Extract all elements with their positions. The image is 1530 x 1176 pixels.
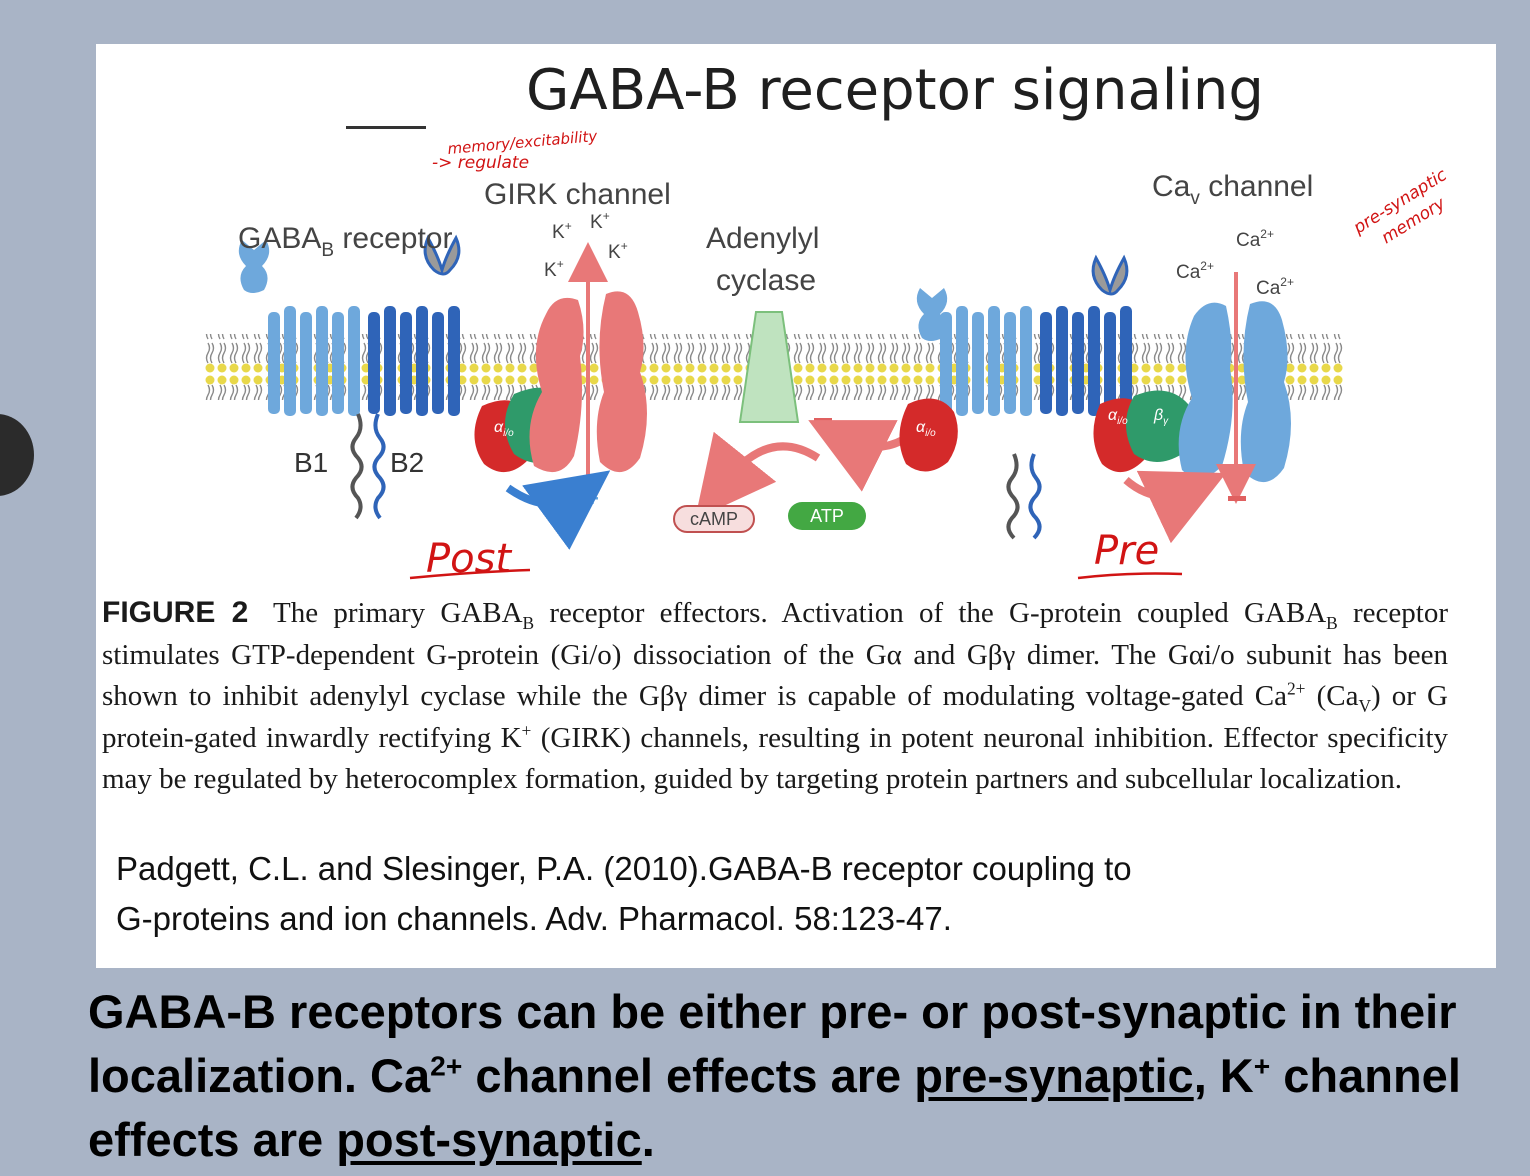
summary-text: GABA-B receptors can be either pre- or p… [88, 985, 1461, 1166]
b1-label: B1 [294, 447, 328, 478]
slide-bullet-dot [0, 414, 34, 496]
b1-venus-flytrap-domain-pre [916, 288, 948, 341]
svg-text:αi/o: αi/o [1108, 407, 1128, 427]
svg-text:Ca2+: Ca2+ [1176, 259, 1214, 283]
figure-label: FIGURE 2 [102, 596, 249, 629]
title-dash-decoration [346, 126, 426, 129]
g-alpha-pre-left: αi/o [899, 398, 958, 472]
figure-panel: GABA-B receptor signaling [96, 44, 1496, 968]
atp-label: ATP [810, 506, 844, 526]
g-protein-pre: αi/o βγ [1093, 390, 1194, 473]
adenylyl-cyclase-body [738, 311, 800, 423]
annotation-pre-underline [1077, 572, 1183, 580]
girk-subunit-left [529, 297, 584, 473]
ca-ion-labels: Ca2+ Ca2+ Ca2+ [1176, 227, 1294, 299]
slide-title: GABA-B receptor signaling [526, 58, 1264, 123]
cav-channel-label: Cav channel [1152, 170, 1313, 209]
atp-to-camp-arrow [695, 431, 821, 520]
b2-coiled-coil-tail [372, 413, 386, 520]
adenylyl-label-line1: Adenylyl [706, 222, 819, 255]
adenylyl-label-line2: cyclase [716, 264, 816, 297]
svg-text:Ca2+: Ca2+ [1256, 275, 1294, 299]
atp-pill [788, 502, 866, 530]
svg-text:βγ: βγ [1153, 407, 1169, 427]
svg-text:K+: K+ [590, 209, 610, 233]
svg-text:Ca2+: Ca2+ [1236, 227, 1274, 251]
b1-coiled-coil-tail-pre [1006, 453, 1020, 540]
camp-label: cAMP [690, 509, 738, 529]
b1-transmembrane-helices [268, 306, 360, 416]
svg-text:K+: K+ [552, 219, 572, 243]
b1-coiled-coil-tail [350, 413, 364, 520]
b2-venus-flytrap-domain [423, 234, 461, 276]
svg-text:K+: K+ [544, 257, 564, 281]
b1-venus-flytrap-domain [238, 240, 270, 293]
girk-activation-plus: + [586, 486, 599, 511]
b2-transmembrane-helices [368, 306, 460, 416]
gabab-signaling-diagram: αi/o βγ + cAMP ATP [204, 127, 1451, 582]
k-ion-labels: K+ K+ K+ K+ [544, 209, 628, 281]
gabab-receptor-label: GABAB receptor [238, 222, 452, 261]
svg-text:αi/o: αi/o [916, 419, 936, 439]
cav-subunit-right [1240, 301, 1291, 483]
cav-inhibition-minus [1228, 496, 1246, 501]
adenylyl-inhibition-minus [814, 418, 832, 423]
b1-transmembrane-helices-pre [940, 306, 1032, 416]
gbetagamma-to-cav-arrow [1123, 470, 1227, 544]
b2-venus-flytrap-domain-pre [1091, 254, 1129, 296]
annotation-post-underline [409, 568, 531, 580]
camp-pill [673, 505, 755, 533]
figure-caption: FIGURE 2 The primary GABAB receptor effe… [102, 596, 1449, 795]
cav-subunit-left [1178, 302, 1233, 479]
b2-coiled-coil-tail-pre [1028, 453, 1042, 540]
annotation-regulate: -> regulate [432, 153, 529, 173]
g-beta-gamma-subunit-pre [1126, 390, 1194, 462]
gabab-receptor-post [238, 234, 461, 520]
alpha-io-label-post: αi/o [494, 419, 514, 439]
girk-channel: + [529, 242, 647, 511]
girk-subunit-right [596, 291, 647, 473]
cav-channel [1178, 272, 1291, 504]
girk-channel-label: GIRK channel [484, 178, 671, 211]
annotation-pre: Pre [1094, 528, 1159, 574]
post-synaptic-underlined: post-synaptic [336, 1113, 642, 1166]
b2-transmembrane-helices-pre [1040, 306, 1132, 416]
citation-line-1: Padgett, C.L. and Slesinger, P.A. (2010)… [116, 850, 1132, 887]
gabab-receptor-pre [916, 254, 1132, 540]
svg-text:K+: K+ [608, 239, 628, 263]
gbetagamma-to-girk-arrow [505, 470, 611, 550]
pre-synaptic-underlined: pre-synaptic [914, 1049, 1194, 1102]
citation: Padgett, C.L. and Slesinger, P.A. (2010)… [116, 844, 1456, 944]
b2-label: B2 [390, 447, 424, 478]
citation-line-2: G-proteins and ion channels. Adv. Pharma… [116, 900, 952, 937]
